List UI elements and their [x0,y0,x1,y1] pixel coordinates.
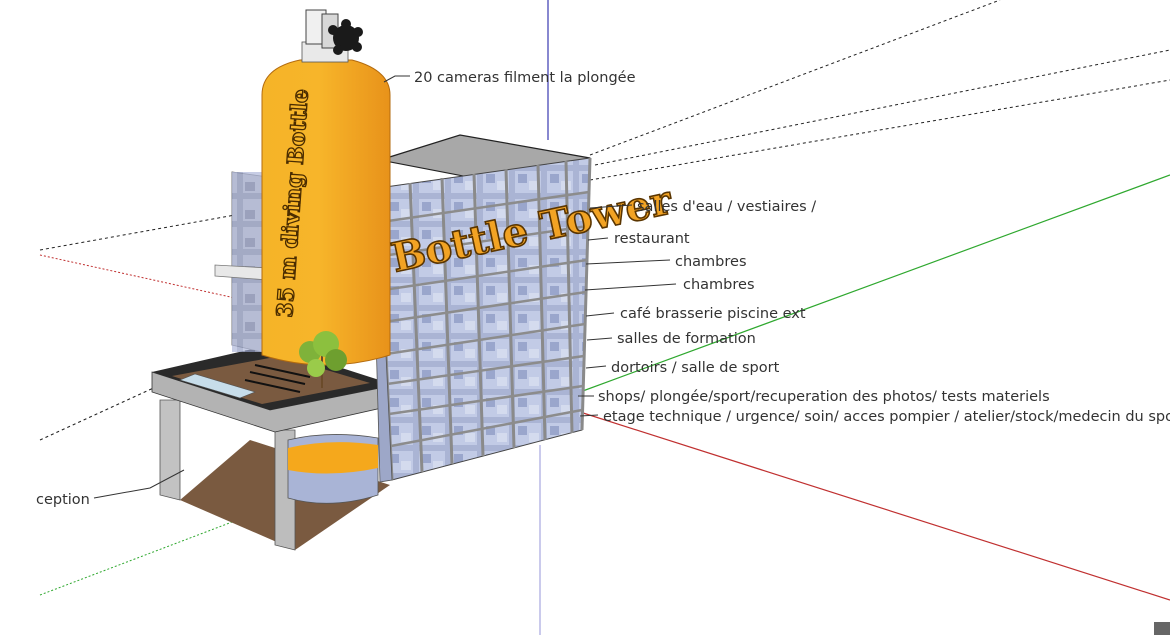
axis-red [579,411,1170,601]
valve-knob-icon [328,19,363,55]
building-front-face [376,157,592,481]
leader-lines [93,75,677,499]
label-chambres-2: chambres [683,277,755,293]
annotation-labels: 20 cameras filment la plongée salles d'e… [36,70,1170,508]
axis-red-dotted [39,254,236,299]
bottle-base [287,434,379,504]
diving-bottle: 35 m diving Bottle [261,9,391,366]
axis-green-dotted [39,499,291,596]
lobby-railing [244,364,311,393]
label-chambres-1: chambres [675,254,747,270]
label-formation: salles de formation [617,331,756,347]
label-salles-eau: salles d'eau / vestiaires / [637,199,816,215]
lobby [151,345,396,551]
label-restaurant: restaurant [614,231,690,247]
label-shops: shops/ plongée/sport/recuperation des ph… [598,389,1050,405]
axes [39,0,1170,635]
label-dortoirs: dortoirs / salle de sport [611,360,780,376]
axis-green [579,174,1170,393]
guide-lines [39,0,1170,441]
label-etage-technique: etage technique / urgence/ soin/ acces p… [603,409,1170,425]
label-reception: ception [36,492,90,508]
label-cafe: café brasserie piscine ext [620,306,806,322]
resize-handle[interactable] [1154,622,1170,635]
tree-icon [299,331,347,388]
label-cameras: 20 cameras filment la plongée [414,70,636,86]
